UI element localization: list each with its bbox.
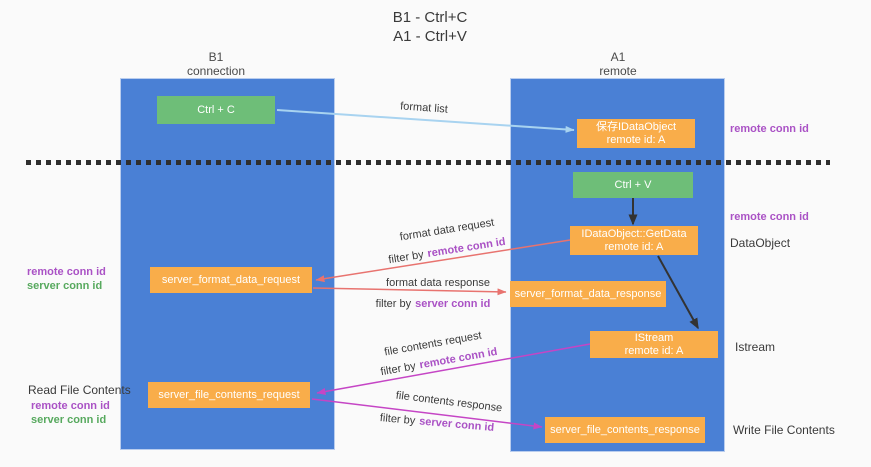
lane-header-a1: A1 remote [558,50,678,78]
server-format-data-request-label: server_format_data_request [161,273,301,286]
getdata-line2: remote id: A [604,240,664,253]
getdata-line1: IDataObject::GetData [581,227,687,240]
node-ctrl-c: Ctrl + C [157,96,275,124]
lane-a1-name: A1 [610,50,626,64]
node-save-idataobject: 保存IDataObject remote id: A [577,119,695,148]
server-file-contents-request-label: server_file_contents_request [158,388,300,401]
annotation-remote-conn-id-left2: remote conn id [31,400,110,412]
node-istream: IStream remote id: A [590,331,718,358]
annotation-server-conn-id-left1: server conn id [27,280,103,292]
save-idataobject-line2: remote id: A [606,133,666,146]
save-idataobject-line1: 保存IDataObject [595,120,677,133]
label-file-contents-response: file contents response [395,389,503,415]
lane-header-b1: B1 connection [156,50,276,78]
node-ctrl-v: Ctrl + V [573,172,693,198]
annotation-remote-conn-id-top: remote conn id [730,123,809,135]
annotation-write-file-contents: Write File Contents [733,423,835,437]
server-conn-id-text: server conn id [418,415,495,434]
server-format-data-response-label: server_format_data_response [514,287,662,300]
phase-separator-dashed-line [26,160,830,165]
annotation-dataobject: DataObject [730,236,791,250]
filter-by-text: filter by [379,360,417,379]
remote-conn-id-text: remote conn id [426,235,507,261]
server-file-contents-response-label: server_file_contents_response [550,423,700,436]
annotation-read-file-contents: Read File Contents [28,383,131,397]
title-line2: A1 - Ctrl+V [393,28,467,45]
annotation-remote-conn-id-left1: remote conn id [27,266,106,278]
annotation-istream: Istream [735,340,776,354]
filter-by-text: filter by [379,412,416,428]
title-line1: B1 - Ctrl+C [392,9,468,26]
server-conn-id-text: server conn id [415,298,491,310]
lane-a1-subtitle: remote [599,64,637,78]
node-server-format-data-request: server_format_data_request [150,267,312,293]
filter-by-text: filter by [387,248,425,267]
label-format-data-response: format data response [386,277,490,289]
istream-line2: remote id: A [624,344,684,357]
node-server-file-contents-request: server_file_contents_request [148,382,310,408]
filter-by-text: filter by [375,298,412,310]
node-idataobject-getdata: IDataObject::GetData remote id: A [570,226,698,255]
node-server-file-contents-response: server_file_contents_response [545,417,705,443]
annotation-remote-conn-id-mid: remote conn id [730,211,809,223]
label-format-list: format list [399,100,449,116]
diagram-title: B1 - Ctrl+C A1 - Ctrl+V [330,8,530,46]
lane-b1-name: B1 [208,50,224,64]
lane-b1-subtitle: connection [186,64,246,78]
istream-line1: IStream [634,331,674,344]
ctrl-c-label: Ctrl + C [197,103,235,116]
node-server-format-data-response: server_format_data_response [510,281,666,307]
ctrl-v-label: Ctrl + V [614,178,652,191]
annotation-server-conn-id-left2: server conn id [31,414,107,426]
